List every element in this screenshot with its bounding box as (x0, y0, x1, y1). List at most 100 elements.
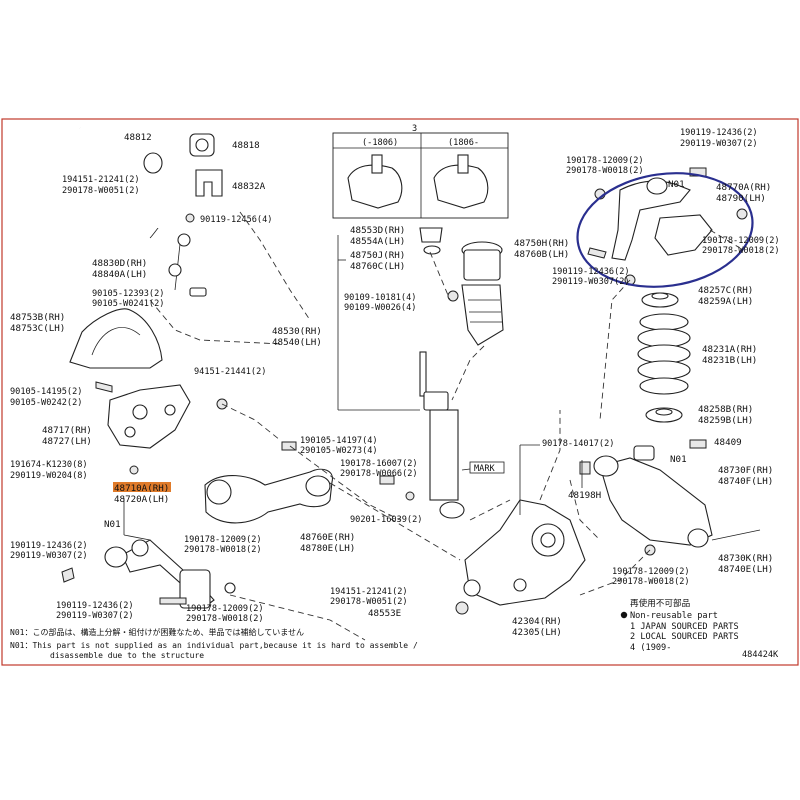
label-sub3: 3 (412, 124, 417, 134)
inset-box (332, 132, 509, 219)
arm-48760e (204, 441, 415, 524)
label-48832a: 48832A (232, 181, 266, 192)
label-90105-14195: 90105-14195(2) (10, 387, 82, 397)
label-48750h: 48750H(RH) (514, 238, 569, 249)
bushing-48818 (189, 133, 215, 157)
circled-group (576, 172, 754, 288)
label-190178-12009-c: 190178-12009(2) (702, 236, 780, 246)
lower-arm-48730f (579, 439, 761, 556)
label-290178-w0018-b: 290178-W0018(2) (186, 614, 264, 624)
label-290178-w0018-d: 290178-W0018(2) (612, 577, 690, 587)
label-48231b: 48231B(LH) (702, 355, 757, 366)
lower-arm-48710a (61, 465, 236, 609)
label-290178-w0066: 290178-W0066(2) (340, 469, 418, 479)
diagram-code: 484424K (742, 650, 779, 660)
label-190178-12009-b: 190178-12009(2) (186, 604, 264, 614)
label-48760e: 48760E(RH) (300, 532, 355, 543)
label-290178-w0018-c: 290178-W0018(2) (702, 246, 780, 256)
label-190105-14197: 190105-14197(4) (300, 436, 378, 446)
label-48753c: 48753C(LH) (10, 323, 65, 334)
legend-2: 2 LOCAL SOURCED PARTS (630, 632, 739, 642)
label-n01-b: N01 (668, 179, 685, 190)
label-48760c: 48760C(LH) (350, 261, 405, 272)
label-48258b: 48258B(RH) (698, 404, 753, 415)
label-90119-12456: 90119-12456(4) (200, 215, 272, 225)
label-48553e: 48553E (368, 608, 401, 619)
label-190119-12436-b: 190119-12436(2) (56, 601, 134, 611)
stabilizer-bar (79, 125, 165, 239)
footnote-n01-jp: N01：この部品は、構造上分解・組付けが困難なため、単品では補給していません (10, 627, 304, 637)
footnote-n01-en-1: N01：This part is not supplied as an indi… (10, 641, 418, 650)
label-48530: 48530(RH) (272, 326, 322, 337)
label-48818: 48818 (232, 140, 260, 151)
label-190119-12436-a: 190119-12436(2) (10, 541, 88, 551)
label-190119-12436-t: 190119-12436(2) (680, 128, 758, 138)
label-190178-12009-a: 190178-12009(2) (184, 535, 262, 545)
label-290178-a: 290178-W0051(2) (62, 186, 140, 196)
label-190119-12436-c: 190119-12436(2) (552, 267, 630, 277)
label-48840a: 48840A(LH) (92, 269, 147, 280)
legend-circle: Non-reusable part (630, 611, 718, 621)
label-94151: 94151-21441(2) (194, 367, 266, 377)
label-290119-w0307-c: 290119-W0307(2) (552, 277, 630, 287)
label-48760b: 48760B(LH) (514, 249, 569, 260)
label-90105-12393: 90105-12393(2) (92, 289, 164, 299)
label-194151-b: 194151-21241(2) (330, 587, 408, 597)
label-290119-w0307-b: 290119-W0307(2) (56, 611, 134, 621)
leader-lines (123, 211, 741, 641)
label-90178-14017: 90178-14017(2) (542, 439, 614, 449)
label-sub-left: (-1806) (362, 138, 398, 148)
coil-spring-48231a (637, 313, 691, 395)
label-48231a: 48231A(RH) (702, 344, 757, 355)
label-190178-12009-d: 190178-12009(2) (612, 567, 690, 577)
label-48259b: 48259B(LH) (698, 415, 753, 426)
cover-48753 (69, 308, 163, 369)
label-n01-a: N01 (104, 519, 121, 530)
label-48753b: 48753B(RH) (10, 312, 65, 323)
label-42304: 42304(RH) (512, 616, 562, 627)
label-48812: 48812 (124, 132, 152, 143)
highlight-48710a (113, 482, 171, 492)
label-48780e: 48780E(LH) (300, 543, 355, 554)
label-290105-w0273: 290105-W0273(4) (300, 446, 378, 456)
bumper-48553d (419, 227, 443, 255)
label-48409: 48409 (714, 437, 742, 448)
label-48198h: 48198H (568, 490, 601, 501)
bolt-90119-12456 (185, 213, 195, 223)
label-48730k: 48730K(RH) (718, 553, 773, 564)
label-48790: 48790(LH) (716, 193, 766, 204)
label-190178-12009-t: 190178-12009(2) (566, 156, 644, 166)
label-194151-a: 194151-21241(2) (62, 175, 140, 185)
lower-seat-48258b (645, 407, 683, 423)
label-90105-w0241: 90105-W0241(2) (92, 299, 164, 309)
bolt-90109 (447, 290, 459, 302)
label-191674: 191674-K1230(8) (10, 460, 88, 470)
label-48730f: 48730F(RH) (718, 465, 773, 476)
label-48830d: 48830D(RH) (92, 258, 147, 269)
label-48259a: 48259A(LH) (698, 296, 753, 307)
legend-1: 1 JAPAN SOURCED PARTS (630, 622, 739, 632)
label-290119-w0204: 290119-W0204(8) (10, 471, 88, 481)
label-48720a: 48720A(LH) (114, 494, 169, 505)
label-48740f: 48740F(LH) (718, 476, 773, 487)
label-n01-c: N01 (670, 454, 687, 465)
upper-seat-48257c (641, 292, 679, 308)
label-48727: 48727(LH) (42, 436, 92, 447)
shock-absorber (419, 351, 479, 519)
label-90109-w0026: 90109-W0026(4) (344, 303, 416, 313)
dust-boot (461, 241, 504, 346)
bracket-48717 (95, 381, 228, 449)
legend-ring: 再使用不可部品 (630, 597, 690, 609)
upper-arm-48770a (587, 167, 748, 286)
label-42305: 42305(LH) (512, 627, 562, 638)
label-90201: 90201-16039(2) (350, 515, 422, 525)
label-48554a: 48554A(LH) (350, 236, 405, 247)
label-90109-10181: 90109-10181(4) (344, 293, 416, 303)
label-48740e: 48740E(LH) (718, 564, 773, 575)
footnote-n01-en-2: disassemble due to the structure (50, 651, 204, 660)
label-48770a: 48770A(RH) (716, 182, 771, 193)
label-290178-w0018-a: 290178-W0018(2) (184, 545, 262, 555)
label-48540: 48540(LH) (272, 337, 322, 348)
label-290119-w0307-t: 290119-W0307(2) (680, 139, 758, 149)
knuckle-42304 (455, 499, 586, 615)
